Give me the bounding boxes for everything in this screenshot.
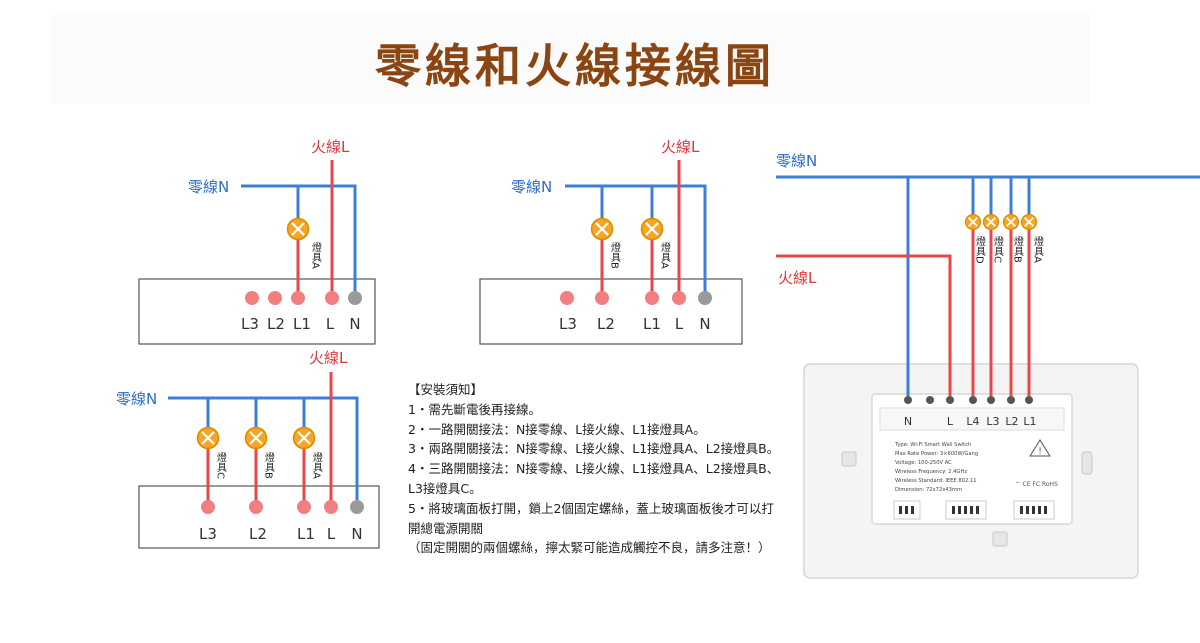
terminal-label: L1 [297, 525, 315, 543]
terminal-label: L1 [293, 315, 311, 333]
notes-line: 開總電源開關 [408, 520, 484, 536]
terminal-label: N [904, 415, 912, 428]
neutral-label: 零線N [188, 178, 229, 196]
module-spec-text: Max Rate Power: 3×600W/Gang [895, 451, 978, 457]
notes-line: 5・將玻璃面板打開，鎖上2個固定螺絲，蓋上玻璃面板後才可以打 [408, 500, 774, 516]
terminal-label: L2 [267, 315, 285, 333]
lamp-label: 燈具A [311, 452, 323, 479]
module-spec-text: Voltage: 100-250V AC [895, 460, 952, 466]
lamp-icon [640, 217, 664, 241]
diagram-three-gang: L3 L2 L1 L N 零線N 火線L 燈具C 燈具B 燈具A [116, 349, 380, 549]
installation-notes: 【安裝須知】 1・需先斷電後再接線。 2・一路開關接法：N接零線、L接火線、L1… [408, 380, 800, 558]
notes-line: 2・一路開關接法：N接零線、L接火線、L1接燈具A。 [408, 421, 706, 437]
live-label: 火線L [309, 349, 348, 367]
lamp-label: 燈具B [609, 242, 621, 269]
terminal-label: L [675, 315, 684, 333]
terminal-dot [201, 500, 215, 514]
svg-text:⌔ CE FC RoHS: ⌔ CE FC RoHS [1015, 481, 1058, 488]
terminal-label: L [326, 315, 335, 333]
terminal-dot [595, 291, 609, 305]
lamp-label: 燈具C [992, 236, 1004, 263]
module-spec-text: Wireless Frequency: 2.4GHz [895, 469, 967, 475]
neutral-label: 零線N [511, 178, 552, 196]
lamp-label: 燈具B [263, 452, 275, 479]
terminal-label: L3 [241, 315, 259, 333]
lamp-icon [982, 213, 1000, 231]
warning-icon [1029, 439, 1051, 457]
switch-box [138, 278, 376, 345]
lamp-icon [964, 213, 982, 231]
svg-text:!: ! [1038, 447, 1042, 457]
notes-line: 4・三路開關接法：N接零線、L接火線、L1接燈具A、L2接燈具B、 [408, 461, 780, 477]
lamp-label: 燈具A [310, 242, 322, 269]
switch-box [479, 278, 743, 345]
lamp-label: 燈具B [1012, 236, 1024, 263]
terminal-label: L2 [597, 315, 615, 333]
terminal-label: L [327, 525, 336, 543]
diagram-four-gang: Type: Wi-Fi Smart Wall Switch Max Rate P… [776, 152, 1200, 579]
terminal-label: L3 [986, 415, 999, 428]
lamp-icon [292, 426, 316, 450]
page-title: 零線和火線接線圖 [375, 39, 775, 93]
terminal-label: L2 [1005, 415, 1018, 428]
lamp-icon [1020, 213, 1038, 231]
lamp-label: 燈具C [215, 452, 227, 479]
terminal-dot [324, 500, 338, 514]
terminal-dot [672, 291, 686, 305]
lamp-label: 燈具A [659, 242, 671, 269]
notes-line: （固定開關的兩個螺絲，擰太緊可能造成觸控不良，請多注意！） [408, 540, 771, 556]
notes-heading: 【安裝須知】 [408, 382, 484, 397]
lamp-label: 燈具A [1032, 236, 1044, 263]
terminal-label: N [349, 315, 360, 333]
terminal-label: N [699, 315, 710, 333]
module-spec-text: Dimension: 72x72x43mm [895, 487, 962, 493]
terminal-dot [350, 500, 364, 514]
terminal-dot [245, 291, 259, 305]
lamp-icon [196, 426, 220, 450]
terminal-dot [297, 500, 311, 514]
live-label: 火線L [778, 269, 817, 287]
terminal-label: L1 [1023, 415, 1036, 428]
module-spec-text: Wireless Standard: IEEE 802.11 [895, 478, 977, 484]
terminal-dot [291, 291, 305, 305]
terminal-label: L3 [199, 525, 217, 543]
lamp-icon [244, 426, 268, 450]
notes-line: L3接燈具C。 [408, 480, 482, 496]
terminal-dot [645, 291, 659, 305]
lamp-icon [590, 217, 614, 241]
terminal-label: L2 [249, 525, 267, 543]
lamp-label: 燈具D [974, 236, 986, 264]
lamp-icon [286, 217, 310, 241]
title-band [52, 14, 1090, 104]
lamp-icon [1002, 213, 1020, 231]
live-label: 火線L [661, 138, 700, 156]
terminal-label: L4 [966, 415, 979, 428]
module-spec-text: Type: Wi-Fi Smart Wall Switch [894, 442, 971, 448]
terminal-label: N [351, 525, 362, 543]
notes-line: 3・兩路開關接法：N接零線、L接火線、L1接燈具A、L2接燈具B。 [408, 441, 780, 457]
notes-line: 1・需先斷電後再接線。 [408, 401, 541, 417]
terminal-dot [249, 500, 263, 514]
neutral-label: 零線N [776, 152, 817, 170]
terminal-dot [348, 291, 362, 305]
terminal-dot [268, 291, 282, 305]
terminal-label: L [947, 415, 954, 428]
terminal-dot [325, 291, 339, 305]
diagram-two-gang: L3 L2 L1 L N 零線N 火線L 燈具B 燈具A [479, 138, 743, 345]
live-label: 火線L [311, 138, 350, 156]
neutral-label: 零線N [116, 390, 157, 408]
diagram-one-gang: L3 L2 L1 L N 零線N 火線L 燈具A [138, 138, 376, 345]
terminal-label: L3 [559, 315, 577, 333]
terminal-dot [560, 291, 574, 305]
terminal-dot [698, 291, 712, 305]
switch-box [138, 485, 380, 549]
terminal-label: L1 [643, 315, 661, 333]
